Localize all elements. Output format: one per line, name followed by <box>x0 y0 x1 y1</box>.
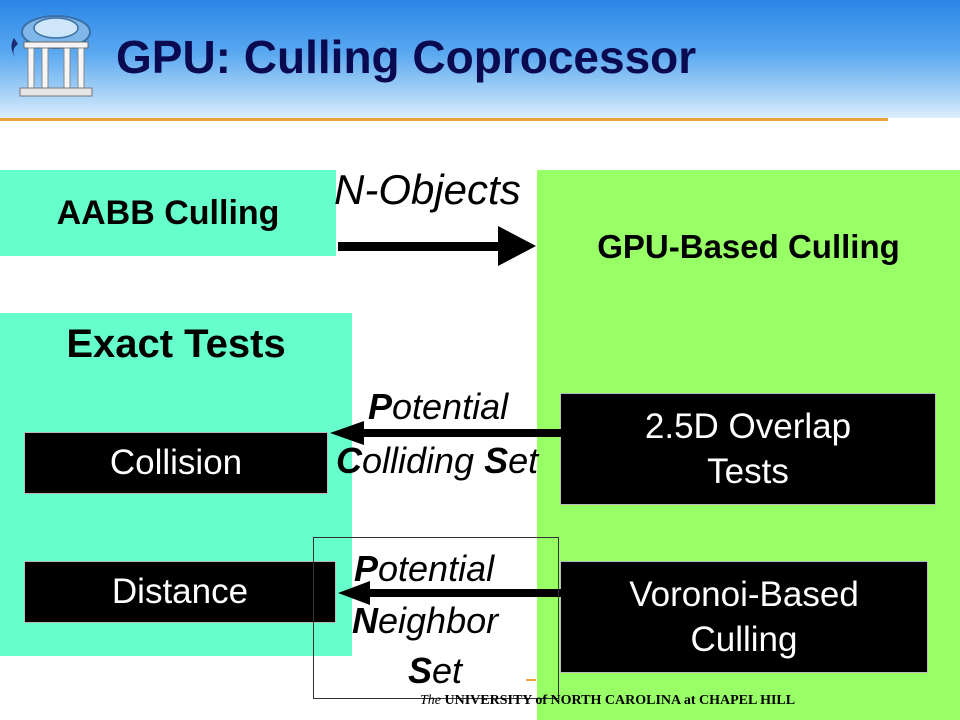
potential-neighbor-set-line-1: Potential <box>354 548 494 590</box>
old-well-logo-icon <box>11 15 93 97</box>
overlap-tests-box: 2.5D Overlap Tests <box>560 393 936 505</box>
pcs-rest-3: et <box>508 440 539 481</box>
potential-colliding-set-line-1: Potential <box>368 386 508 428</box>
gpu-culling-title: GPU-Based Culling <box>597 228 900 265</box>
university-footer: The UNIVERSITY of NORTH CAROLINA at CHAP… <box>420 693 795 709</box>
distance-box: Distance <box>24 561 336 623</box>
n-objects-label: N-Objects <box>334 166 521 213</box>
pns-initial-s: S <box>408 650 433 691</box>
voronoi-culling-box: Voronoi-Based Culling <box>560 561 928 673</box>
header-background <box>0 0 960 118</box>
footer-org: UNIVERSITY of NORTH CAROLINA at CHAPEL H… <box>444 693 796 708</box>
potential-colliding-set-line-2: Colliding Set <box>336 440 538 482</box>
pcs-rest-2: olliding <box>362 440 485 481</box>
arrow-voronoi-to-distance <box>338 581 562 605</box>
pns-initial-n: N <box>352 600 378 641</box>
pns-rest-1: otential <box>378 548 495 589</box>
footer-accent-dash <box>526 679 536 681</box>
voronoi-line-2: Culling <box>690 620 798 659</box>
footer-prefix: The <box>420 693 441 708</box>
collision-box: Collision <box>24 432 328 494</box>
aabb-culling-box: AABB Culling <box>0 170 336 256</box>
pcs-initial-p: P <box>368 386 393 427</box>
pcs-initial-s: S <box>484 440 509 481</box>
exact-tests-title: Exact Tests <box>66 322 286 366</box>
arrow-aabb-to-gpu <box>338 226 536 266</box>
pns-rest-2: eighbor <box>378 600 499 641</box>
pcs-rest-1: otential <box>392 386 509 427</box>
overlap-line-2: Tests <box>707 452 789 491</box>
voronoi-line-1: Voronoi-Based <box>629 574 859 614</box>
potential-neighbor-set-frame <box>313 537 559 699</box>
slide-title: GPU: Culling Coprocessor <box>116 31 697 83</box>
pns-initial-p: P <box>354 548 379 589</box>
pns-rest-3: et <box>432 650 463 691</box>
potential-neighbor-set-line-3: Set <box>408 650 462 692</box>
arrow-overlap-to-collision <box>330 421 562 445</box>
potential-neighbor-set-line-2: Neighbor <box>352 600 498 642</box>
overlap-line-1: 2.5D Overlap <box>644 406 852 446</box>
pcs-initial-c: C <box>336 440 362 481</box>
header-divider <box>0 118 888 121</box>
